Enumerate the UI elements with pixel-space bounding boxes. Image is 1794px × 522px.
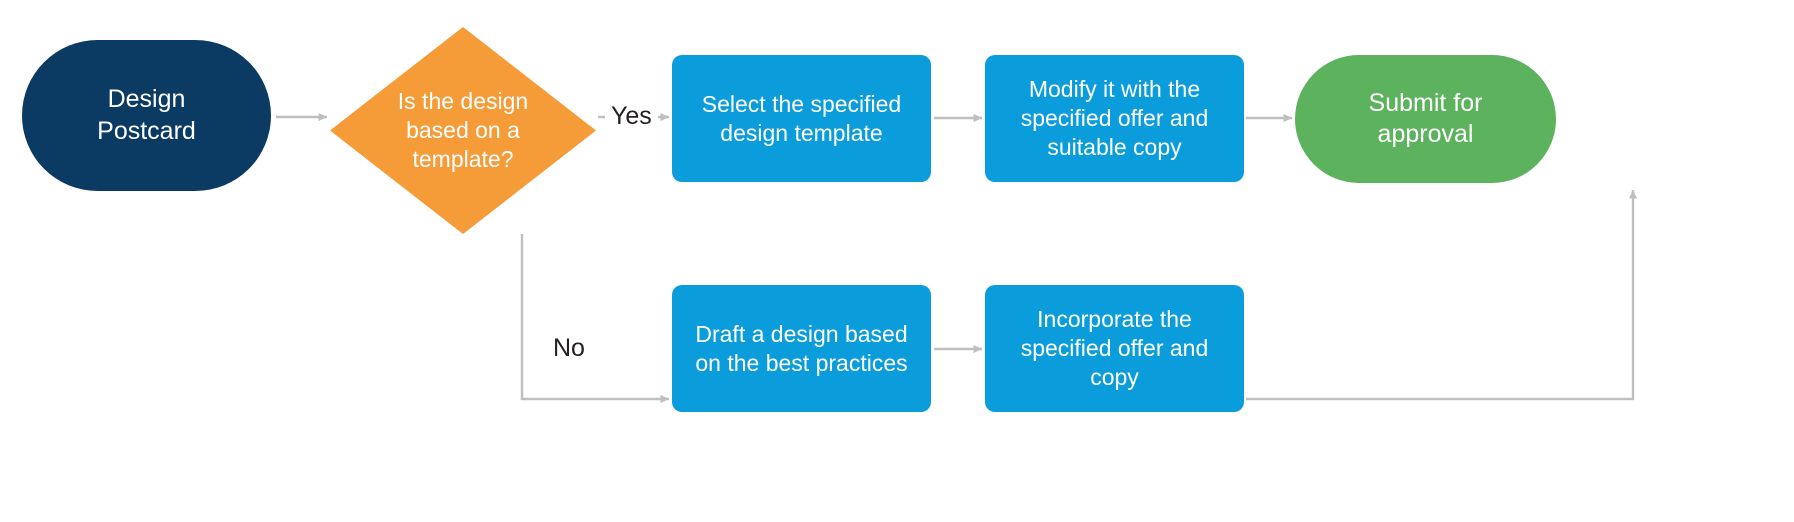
- node-incorporate-offer-label: Incorporate the specified offer and copy: [1020, 306, 1209, 390]
- node-template-decision[interactable]: Is the design based on a template?: [330, 27, 596, 234]
- node-submit-for-approval[interactable]: Submit for approval: [1295, 55, 1556, 183]
- node-draft-design[interactable]: Draft a design based on the best practic…: [672, 285, 931, 412]
- node-draft-design-label: Draft a design based on the best practic…: [695, 320, 908, 376]
- edge-label-no: No: [547, 336, 591, 361]
- edge-label-yes: Yes: [605, 104, 658, 129]
- node-design-postcard[interactable]: Design Postcard: [22, 40, 271, 191]
- node-select-template-label: Select the specified design template: [701, 90, 902, 146]
- node-incorporate-offer[interactable]: Incorporate the specified offer and copy: [985, 285, 1244, 412]
- edge-incorporate-to-submit: [1246, 189, 1637, 401]
- node-template-decision-label: Is the design based on a template?: [397, 88, 529, 172]
- node-modify-offer-label: Modify it with the specified offer and s…: [1020, 76, 1209, 160]
- edge-decision-no-to-draft: [520, 234, 670, 403]
- node-select-template[interactable]: Select the specified design template: [672, 55, 931, 182]
- node-design-postcard-label: Design Postcard: [97, 85, 196, 145]
- node-modify-offer[interactable]: Modify it with the specified offer and s…: [985, 55, 1244, 182]
- node-submit-for-approval-label: Submit for approval: [1368, 88, 1483, 149]
